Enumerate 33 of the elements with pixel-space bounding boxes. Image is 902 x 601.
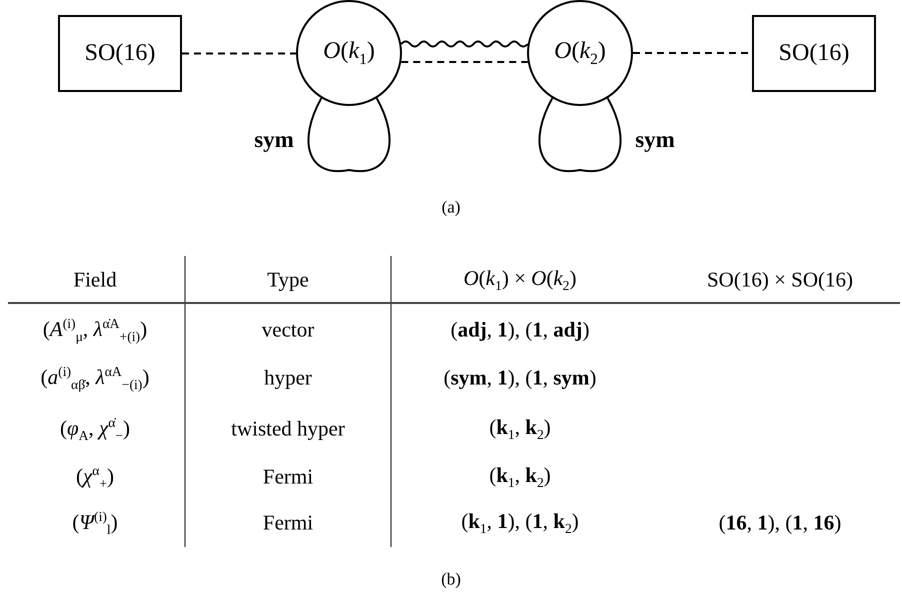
table-cell: (A$^{(i)}$$_{μ}$, λ$^{α̇A}$$_{+(i)}$) xyxy=(42,316,148,344)
table-cell: Fermi xyxy=(262,511,314,535)
table-cell: (Ψ$^{(i)}$$_{l}$) xyxy=(72,508,118,538)
table-header: O(k$_{1}$) × O(k$_{2}$) xyxy=(464,266,576,294)
node-label: SO(16) xyxy=(84,40,156,67)
table-cell: Fermi xyxy=(262,465,314,489)
table-cell: (adj, 1), (1, adj) xyxy=(450,318,590,342)
table-cell: (k$_{1}$, k$_{2}$) xyxy=(489,464,551,490)
caption-label: (a) xyxy=(442,198,460,218)
table-header: SO(16) × SO(16) xyxy=(707,268,853,292)
caption-label: (b) xyxy=(441,570,461,590)
table-cell: (a$^{(i)}$$_{αβ̇}$, λ$^{αA}$$_{−(i)}$) xyxy=(40,364,150,392)
table-cell: (k$_{1}$, k$_{2}$) xyxy=(489,416,551,442)
flavor-node-box xyxy=(58,15,182,92)
table-cell: (φ$_{A}$, χ$^{α̇}$$_{−}$) xyxy=(60,414,130,444)
table-header: Type xyxy=(267,268,309,292)
table-cell: (χ$^{α}$$_{+}$) xyxy=(76,462,114,492)
table-cell: hyper xyxy=(264,366,312,390)
loop-line xyxy=(538,98,622,172)
dashed-line xyxy=(401,61,528,63)
table-cell: (16, 1), (1, 16) xyxy=(718,511,842,535)
table-cell: (k$_{1}$, 1), (1, k$_{2}$) xyxy=(461,510,579,536)
table-header: Field xyxy=(73,268,117,292)
table-cell: twisted hyper xyxy=(231,417,345,441)
flavor-node-box xyxy=(752,15,876,92)
node-label: SO(16) xyxy=(778,40,850,67)
node-label: O(k$_{1}$) xyxy=(323,38,375,68)
dashed-line xyxy=(182,52,296,54)
table-cell: vector xyxy=(262,318,314,342)
loop-line xyxy=(308,98,390,172)
node-label: O(k$_{2}$) xyxy=(554,38,606,68)
wavy-line xyxy=(400,40,528,48)
table-cell: (sym, 1), (1, sym) xyxy=(444,366,596,390)
